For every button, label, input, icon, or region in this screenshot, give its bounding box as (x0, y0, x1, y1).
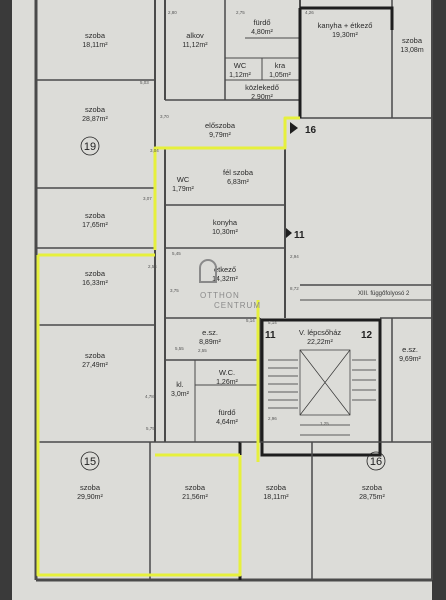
room-name: alkov (186, 31, 204, 40)
room-area: 10,30m² (212, 229, 238, 236)
room-labels: szoba 18,11m² alkov 11,12m² fürdő 4,80m² kanyh… (77, 18, 424, 501)
room-name: szoba (266, 483, 287, 492)
room-area: 8,89m² (199, 339, 221, 346)
unit-number-12: 12 (361, 330, 373, 341)
dimension-labels: 5,03 2,80 2,75 4,26 3,70 3,07 3,04 5,45 2,94 8,72… (140, 10, 329, 431)
dimension-label: 2,75 (236, 10, 245, 15)
dimension-label: 3,70 (160, 114, 169, 119)
dimension-label: 3,04 (150, 148, 159, 153)
room-name: e.sz. (402, 345, 418, 354)
room-name: konyha (213, 218, 238, 227)
room-area: 13,08m (400, 47, 424, 54)
watermark-line1: OTTHON (200, 291, 240, 300)
room-area: 28,87m² (82, 116, 108, 123)
room-name: kanyha + étkező (318, 21, 373, 30)
room-area: 21,56m² (182, 494, 208, 501)
room-name: szoba (85, 31, 106, 40)
room-area: 29,90m² (77, 494, 103, 501)
staircase-drawing (268, 349, 376, 436)
watermark-logo-icon (199, 259, 217, 283)
highlight-overlay (36, 116, 300, 577)
dimension-label: 5,14 (268, 320, 277, 325)
unit-number-16: 16 (370, 456, 382, 468)
room-name: szoba (85, 269, 106, 278)
dimension-label: 5,45 (172, 251, 181, 256)
room-name: fürdő (253, 18, 270, 27)
room-name: WC (177, 175, 190, 184)
unit-number-19: 19 (84, 141, 96, 153)
dimension-label: 2,94 (290, 254, 299, 259)
room-area: 18,11m² (82, 42, 108, 49)
dimension-label: 2,80 (168, 10, 177, 15)
dimension-label: 5,14 (246, 318, 255, 323)
marker-16: 16 (305, 125, 317, 136)
dimension-label: 2,54 (148, 264, 157, 269)
room-area: 4,64m² (216, 419, 238, 426)
room-name: V. lépcsőház (299, 328, 342, 337)
corridor-label: XIII. függőfolyosó 2 (358, 291, 410, 297)
room-name: szoba (80, 483, 101, 492)
room-area: 1,05m² (269, 72, 291, 79)
room-name: szoba (185, 483, 206, 492)
arrow-marker-icon (290, 122, 298, 134)
room-area: 9,69m² (399, 356, 421, 363)
dimension-label: 2,55 (198, 348, 207, 353)
room-area: 2,90m² (251, 94, 273, 101)
room-name: fürdő (218, 408, 235, 417)
room-name: előszoba (205, 121, 236, 130)
dimension-label: 8,72 (290, 286, 299, 291)
room-area: 18,11m² (263, 494, 289, 501)
unit-circles (80, 136, 386, 471)
room-area: 27,49m² (82, 362, 108, 369)
room-area: 3,0m² (171, 391, 190, 398)
dimension-label: 5,75 (146, 426, 155, 431)
dimension-label: 2,96 (268, 416, 277, 421)
room-area: 6,83m² (227, 179, 249, 186)
dimension-label: 1,25 (320, 421, 329, 426)
room-area: 1,26m² (216, 379, 238, 386)
room-area: 9,79m² (209, 132, 231, 139)
room-name: szoba (85, 105, 106, 114)
room-area: 1,12m² (229, 72, 251, 79)
dimension-label: 4,26 (305, 10, 314, 15)
room-name: étkező (214, 265, 236, 274)
dimension-label: 5,03 (140, 80, 149, 85)
room-name: szoba (85, 211, 106, 220)
watermark: OTTHON CENTRUM (199, 259, 261, 310)
left-shadow (0, 0, 12, 600)
room-area: 16,33m² (82, 280, 108, 287)
dimension-label: 4,78 (145, 394, 154, 399)
dimension-label: 5,55 (175, 346, 184, 351)
unit-number-15: 15 (84, 456, 96, 468)
room-area: 17,65m² (82, 222, 108, 229)
room-area: 11,12m² (182, 42, 208, 49)
room-name: szoba (85, 351, 106, 360)
room-area: 19,30m² (332, 32, 358, 39)
watermark-line2: CENTRUM (214, 301, 261, 310)
room-name: WC (234, 61, 247, 70)
room-area: 28,75m² (359, 494, 385, 501)
room-name: fél szoba (223, 168, 254, 177)
room-area: 4,80m² (251, 29, 273, 36)
dimension-label: 3,75 (170, 288, 179, 293)
room-name: W.C. (219, 368, 235, 377)
room-area: 1,79m² (172, 186, 194, 193)
marker-11-lower: 11 (265, 330, 276, 341)
arrow-marker-icon (286, 228, 292, 238)
dimension-label: 3,07 (143, 196, 152, 201)
room-area: 22,22m² (307, 339, 333, 346)
room-name: kra (275, 61, 286, 70)
room-name: szoba (362, 483, 383, 492)
room-name: e.sz. (202, 328, 218, 337)
room-name: kl. (176, 380, 184, 389)
marker-11-upper: 11 (294, 230, 305, 241)
right-shadow (432, 0, 446, 600)
room-area: 14,32m² (212, 276, 238, 283)
room-name: szoba (402, 36, 423, 45)
room-name: közlekedő (245, 83, 279, 92)
